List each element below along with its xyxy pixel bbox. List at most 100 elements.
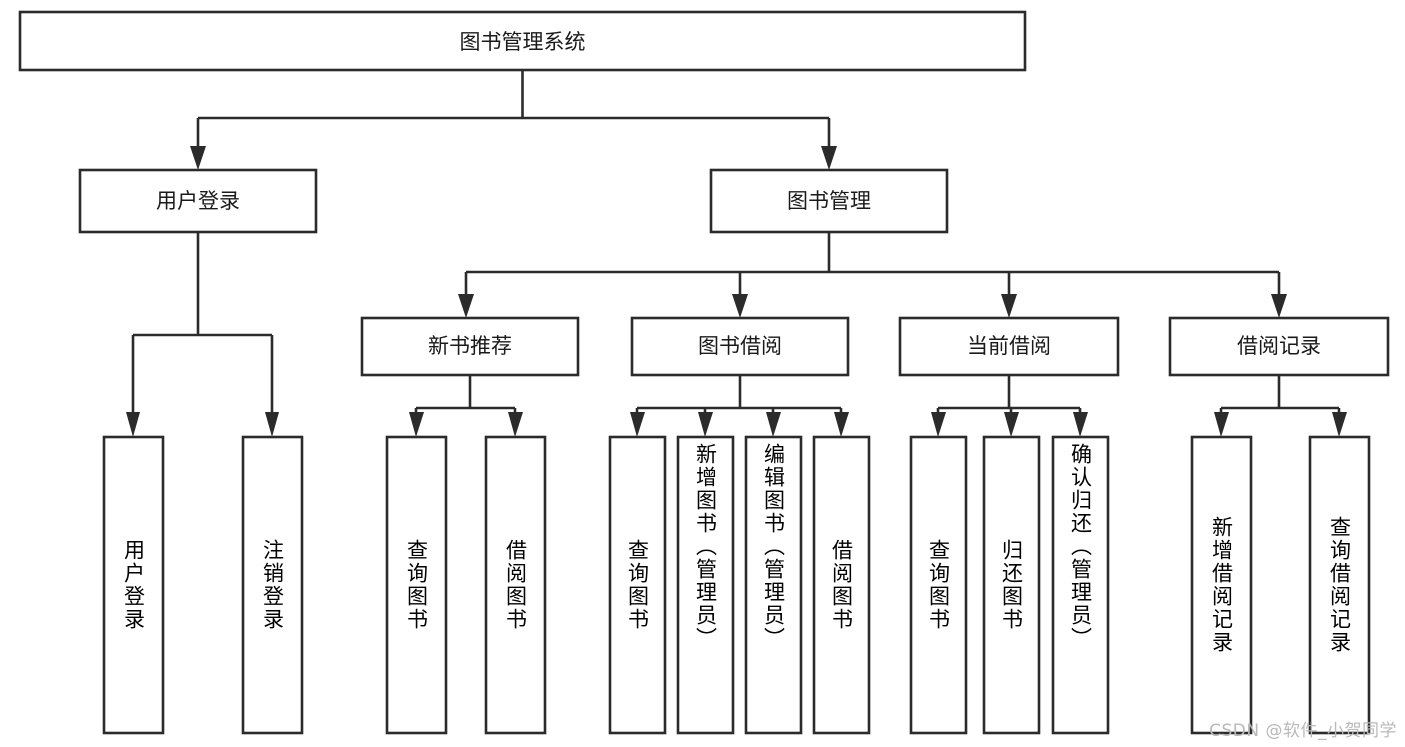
- node-edit-book-admin[interactable]: 编辑图书（管理员）: [744, 435, 803, 735]
- node-user-logout-box[interactable]: [241, 435, 304, 735]
- node-current-borrow-box[interactable]: [898, 316, 1120, 377]
- node-query-borrow-record[interactable]: 查询借阅记录: [1308, 435, 1371, 735]
- node-confirm-return-admin-text-area: 确认归还（管理员）: [1068, 443, 1093, 650]
- arrow-head-book-borrow: [732, 294, 748, 318]
- node-borrow-record-label: 借阅记录: [1237, 334, 1321, 358]
- connector-group-current-borrow: [931, 375, 1088, 437]
- node-borrow-book-1-text-area: 借阅图书: [503, 539, 528, 631]
- node-query-book-2-text-area: 查询图书: [625, 539, 650, 631]
- node-book-management-label: 图书管理: [787, 189, 871, 213]
- node-borrow-record[interactable]: 借阅记录: [1168, 316, 1390, 377]
- node-query-book-2-label: 查询图书: [625, 539, 650, 631]
- node-user-login-do-box[interactable]: [102, 435, 165, 735]
- connector-group-new-book-recommend: [409, 375, 523, 437]
- node-root-box[interactable]: [18, 10, 1027, 72]
- node-current-borrow-label: 当前借阅: [967, 334, 1051, 358]
- node-return-book[interactable]: 归还图书: [982, 435, 1041, 735]
- node-user-login-do-text-area: 用户登录: [121, 539, 146, 631]
- node-query-borrow-record-text-area: 查询借阅记录: [1327, 516, 1352, 654]
- arrow-head-add-book-admin: [698, 412, 713, 437]
- arrow-head-query-borrow-record: [1332, 412, 1347, 437]
- arrow-head-user-login: [190, 146, 206, 170]
- node-query-book-3-label: 查询图书: [926, 539, 951, 631]
- node-user-login-box[interactable]: [78, 168, 318, 234]
- arrow-head-user-logout: [265, 412, 279, 437]
- arrow-head-new-book-recommend: [458, 294, 474, 318]
- node-root-label: 图书管理系统: [460, 30, 586, 54]
- node-edit-book-admin-text-area: 编辑图书（管理员）: [761, 443, 786, 650]
- arrow-head-current-borrow: [1001, 294, 1017, 318]
- connector-group-book-borrow: [630, 375, 849, 437]
- node-borrow-book-2[interactable]: 借阅图书: [812, 435, 871, 735]
- connector-group-user-login: [126, 232, 279, 437]
- arrow-head-return-book: [1004, 412, 1019, 437]
- connector-group-book-management: [458, 232, 1287, 318]
- node-query-book-3-box[interactable]: [909, 435, 968, 735]
- node-user-logout-text-area: 注销登录: [260, 539, 285, 631]
- arrow-head-confirm-return-admin: [1073, 412, 1088, 437]
- node-book-borrow-box[interactable]: [630, 316, 850, 377]
- node-user-login-do-label: 用户登录: [121, 539, 146, 631]
- node-book-management[interactable]: 图书管理: [709, 168, 949, 234]
- node-confirm-return-admin-label: 确认归还（管理员）: [1068, 443, 1093, 650]
- node-add-borrow-record[interactable]: 新增借阅记录: [1190, 435, 1253, 735]
- arrow-head-query-book-1: [409, 412, 424, 437]
- node-edit-book-admin-label: 编辑图书（管理员）: [761, 443, 786, 650]
- node-return-book-text-area: 归还图书: [999, 539, 1024, 631]
- node-return-book-label: 归还图书: [999, 539, 1024, 631]
- node-user-login[interactable]: 用户登录: [78, 168, 318, 234]
- node-borrow-record-box[interactable]: [1168, 316, 1390, 377]
- node-query-book-1-text-area: 查询图书: [404, 539, 429, 631]
- node-borrow-book-2-text-area: 借阅图书: [829, 539, 854, 631]
- node-add-book-admin-label: 新增图书（管理员）: [693, 443, 718, 650]
- node-add-borrow-record-label: 新增借阅记录: [1209, 516, 1234, 654]
- node-borrow-book-2-box[interactable]: [812, 435, 871, 735]
- node-add-book-admin-box[interactable]: [676, 435, 735, 735]
- connector-group-root: [190, 70, 837, 170]
- node-borrow-book-1-label: 借阅图书: [503, 539, 528, 631]
- node-user-logout[interactable]: 注销登录: [241, 435, 304, 735]
- node-book-management-box[interactable]: [709, 168, 949, 234]
- arrow-head-book-management: [821, 146, 837, 170]
- node-query-book-2[interactable]: 查询图书: [608, 435, 667, 735]
- node-query-book-1-box[interactable]: [385, 435, 448, 735]
- node-user-login-label: 用户登录: [156, 189, 240, 213]
- node-confirm-return-admin-box[interactable]: [1051, 435, 1110, 735]
- node-confirm-return-admin[interactable]: 确认归还（管理员）: [1051, 435, 1110, 735]
- connector-group-borrow-record: [1214, 375, 1347, 437]
- node-edit-book-admin-box[interactable]: [744, 435, 803, 735]
- arrow-head-borrow-record: [1271, 294, 1287, 318]
- node-query-book-1-label: 查询图书: [404, 539, 429, 631]
- node-new-book-recommend-label: 新书推荐: [428, 334, 512, 358]
- node-query-book-1[interactable]: 查询图书: [385, 435, 448, 735]
- node-return-book-box[interactable]: [982, 435, 1041, 735]
- node-borrow-book-2-label: 借阅图书: [829, 539, 854, 631]
- node-query-borrow-record-label: 查询借阅记录: [1327, 516, 1352, 654]
- node-add-borrow-record-box[interactable]: [1190, 435, 1253, 735]
- node-borrow-book-1[interactable]: 借阅图书: [484, 435, 547, 735]
- node-new-book-recommend[interactable]: 新书推荐: [360, 316, 580, 377]
- node-user-logout-label: 注销登录: [260, 539, 285, 631]
- node-add-book-admin[interactable]: 新增图书（管理员）: [676, 435, 735, 735]
- node-book-borrow-label: 图书借阅: [698, 334, 782, 358]
- arrow-head-user-login-do: [126, 412, 140, 437]
- node-query-book-2-box[interactable]: [608, 435, 667, 735]
- node-borrow-book-1-box[interactable]: [484, 435, 547, 735]
- node-query-borrow-record-box[interactable]: [1308, 435, 1371, 735]
- node-add-book-admin-text-area: 新增图书（管理员）: [693, 443, 718, 650]
- node-query-book-3[interactable]: 查询图书: [909, 435, 968, 735]
- node-add-borrow-record-text-area: 新增借阅记录: [1209, 516, 1234, 654]
- node-current-borrow[interactable]: 当前借阅: [898, 316, 1120, 377]
- arrow-head-query-book-2: [630, 412, 645, 437]
- node-new-book-recommend-box[interactable]: [360, 316, 580, 377]
- node-book-borrow[interactable]: 图书借阅: [630, 316, 850, 377]
- node-root[interactable]: 图书管理系统: [18, 10, 1027, 72]
- arrow-head-query-book-3: [931, 412, 946, 437]
- arrow-head-borrow-book-2: [834, 412, 849, 437]
- arrow-head-add-borrow-record: [1214, 412, 1229, 437]
- arrow-head-edit-book-admin: [766, 412, 781, 437]
- node-user-login-do[interactable]: 用户登录: [102, 435, 165, 735]
- node-query-book-3-text-area: 查询图书: [926, 539, 951, 631]
